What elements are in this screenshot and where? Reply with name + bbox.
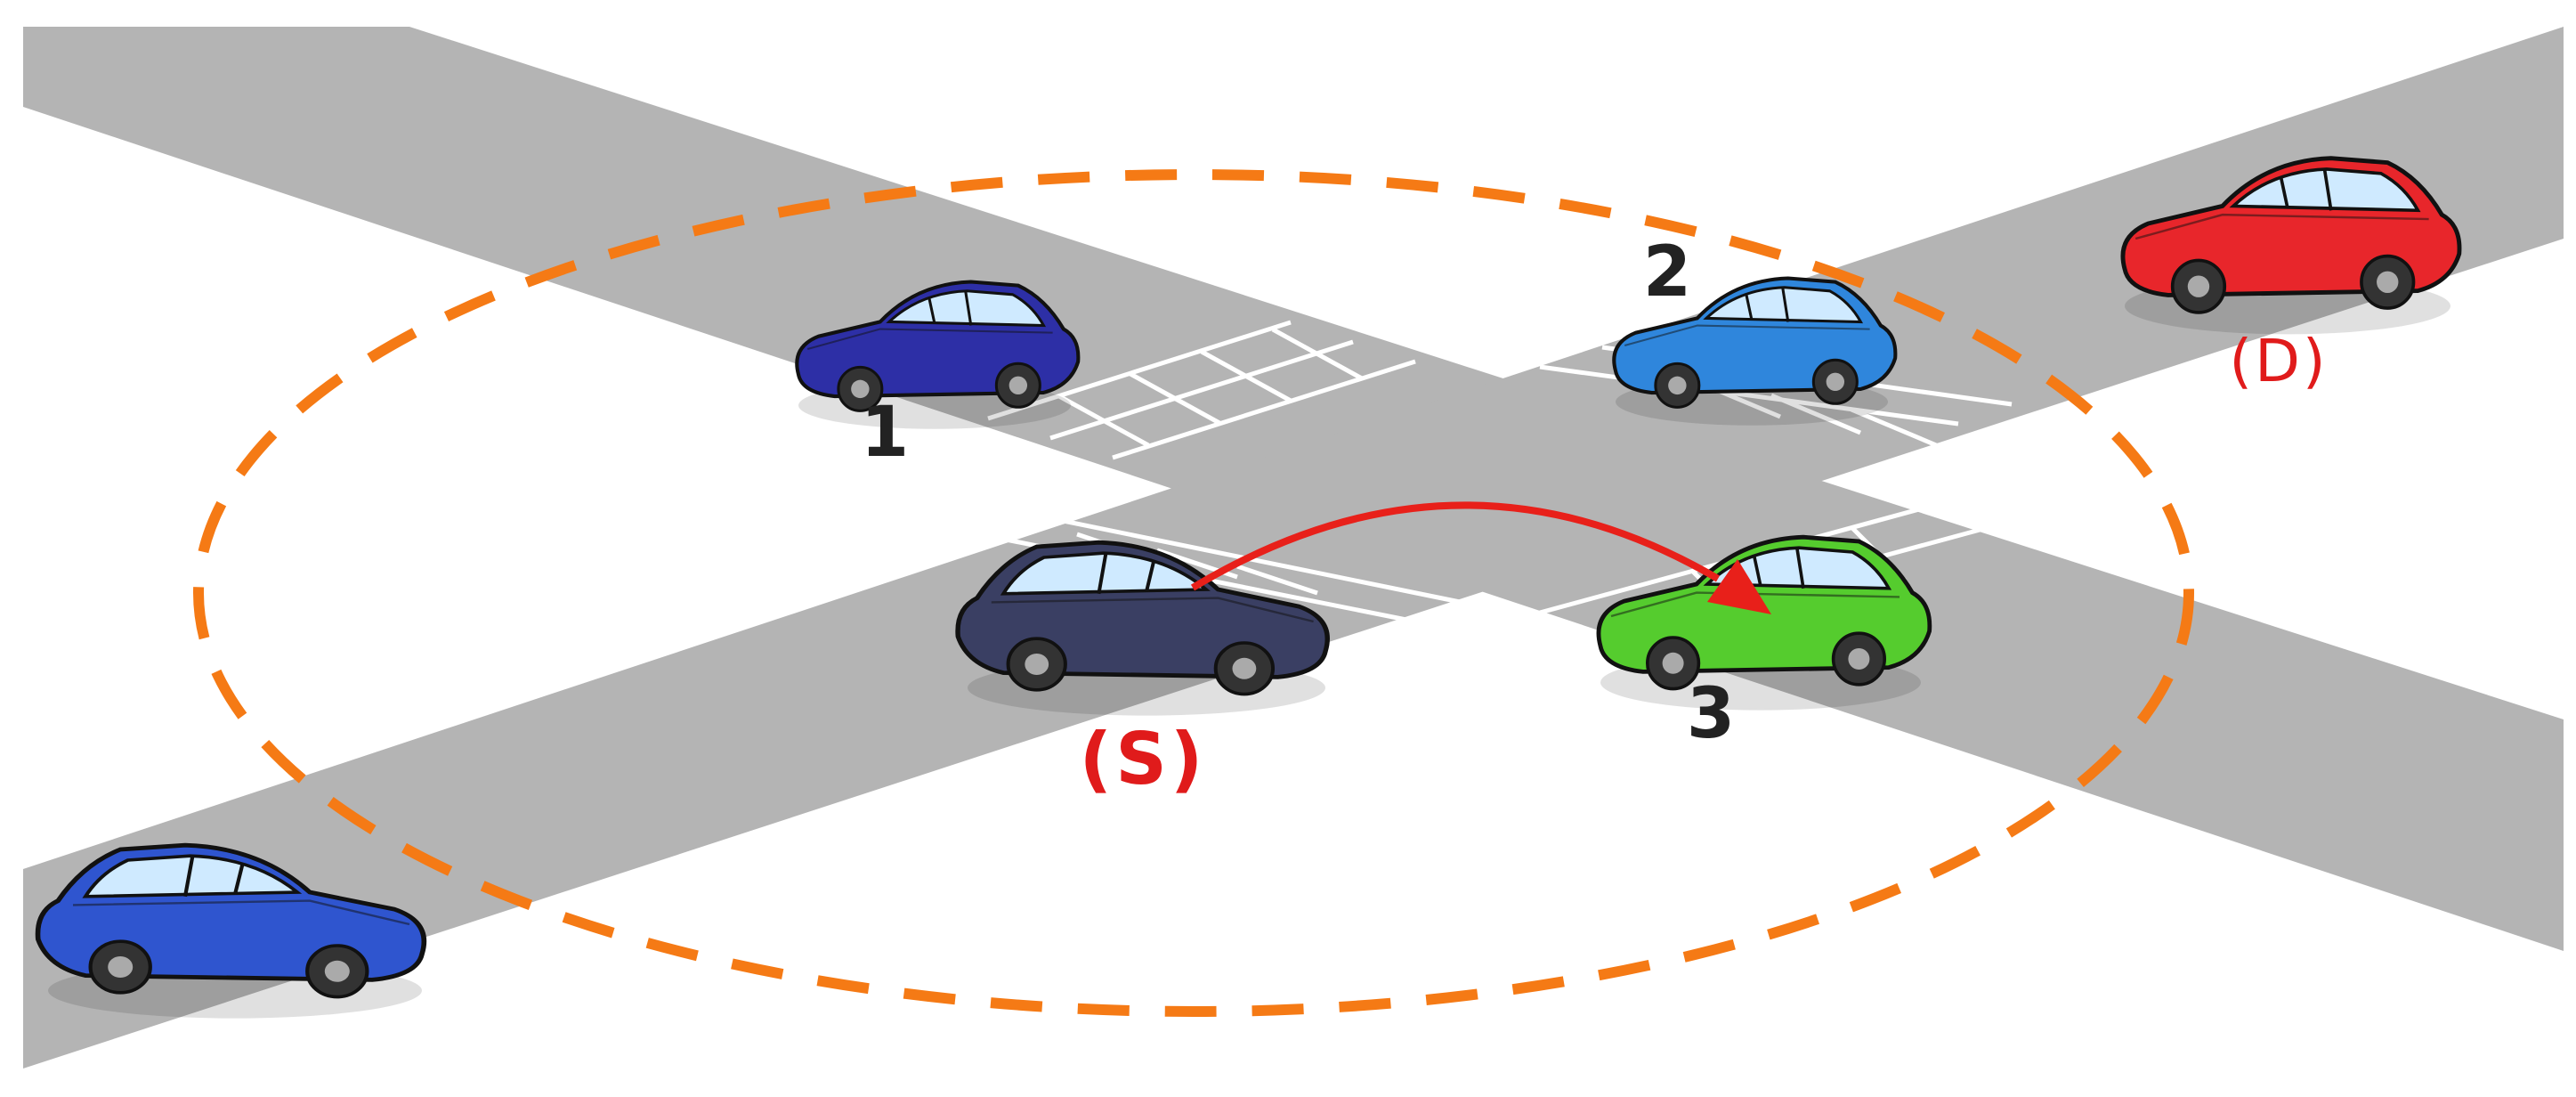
road-network <box>23 27 2564 1069</box>
label-car-3: 3 <box>1687 674 1735 754</box>
label-car-1: 1 <box>861 393 909 473</box>
forwarding-arrow <box>1190 501 1771 614</box>
road-southwest-northeast <box>23 27 2564 1069</box>
communication-range-circle <box>193 169 2194 1017</box>
arrow-head-icon <box>1707 559 1771 614</box>
label-source: (S) <box>1080 718 1207 800</box>
label-destination: (D) <box>2229 327 2328 395</box>
label-car-2: 2 <box>1643 232 1691 313</box>
